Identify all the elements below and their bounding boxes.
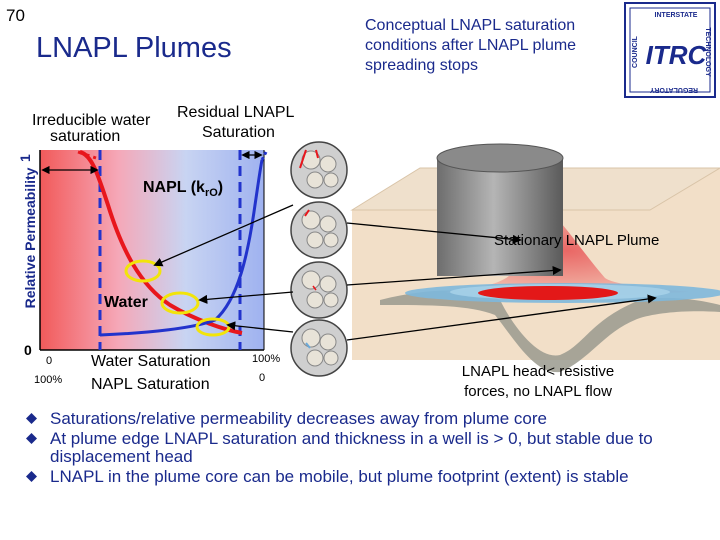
itrc-logo: INTERSTATE ITRC COUNCIL TECHNOLOGY REGUL…: [624, 2, 716, 98]
well-top: [436, 143, 564, 173]
label-irreducible-line2: saturation: [50, 128, 120, 145]
pore-circle-2: [290, 201, 348, 259]
gray-smear-zone: [380, 290, 720, 373]
diamond-bullet-icon: [26, 413, 37, 424]
x-label-napl: NAPL Saturation: [91, 376, 210, 393]
label-residual-line2: Saturation: [202, 124, 275, 141]
x-right-top: 100%: [252, 353, 280, 365]
water-curve-label: Water: [104, 294, 148, 311]
logo-middle-text: ITRC: [646, 40, 708, 70]
diamond-bullet-icon: [26, 433, 37, 444]
highlight-ellipse-1: [124, 259, 162, 283]
arrow-pore4-to-plume: [346, 294, 657, 341]
highlight-ellipse-2: [160, 291, 200, 315]
logo-bottom-text: REGULATORY: [650, 86, 698, 93]
logo-left-text: COUNCIL: [632, 35, 639, 68]
arrow-pore2-to-graph: [153, 204, 294, 267]
x-left-top: 0: [46, 355, 52, 367]
saturation-figure: Irreducible water saturation Residual LN…: [17, 104, 720, 400]
caption-line1: LNAPL head< resistive: [462, 363, 614, 380]
arrow-pore3-to-plume: [346, 265, 562, 286]
pore-circle-1: [290, 141, 348, 199]
bullet-item: LNAPL in the plume core can be mobile, b…: [22, 468, 712, 486]
napl-curve-dotted-start: [77, 150, 97, 160]
arrow-pore2-to-plume: [346, 222, 522, 244]
bullet-list: Saturations/relative permeability decrea…: [22, 410, 712, 488]
page-title: LNAPL Plumes: [36, 32, 232, 64]
x-right-bottom: 0: [259, 372, 265, 384]
bullet-item: At plume edge LNAPL saturation and thick…: [22, 430, 712, 466]
diamond-bullet-icon: [26, 471, 37, 482]
napl-curve-label: NAPL (krO): [143, 179, 223, 199]
logo-top-text: INTERSTATE: [655, 12, 698, 19]
pore-circle-3: [290, 261, 348, 319]
water-curve: [99, 159, 264, 337]
y-axis-zero: 0: [24, 342, 32, 358]
saturation-graph-area: [40, 150, 264, 350]
logo-right-text: TECHNOLOGY: [704, 27, 711, 77]
monitoring-well: [437, 158, 563, 276]
arrow-pore3-to-graph: [198, 291, 294, 304]
lnapl-plume-core: [478, 286, 618, 300]
label-residual-line1: Residual LNAPL: [177, 104, 295, 121]
x-label-water: Water Saturation: [91, 353, 210, 370]
y-axis-label: Relative Permeability: [22, 167, 38, 308]
caption-line2: forces, no LNAPL flow: [464, 383, 612, 400]
arrow-pore4-to-graph: [226, 321, 294, 333]
y-axis-one: 1: [17, 154, 33, 162]
label-irreducible-line1: Irreducible water: [32, 112, 151, 129]
slide-number: 70: [6, 6, 25, 25]
x-left-bottom: 100%: [34, 374, 62, 386]
page-subtitle: Conceptual LNAPL saturation conditions a…: [365, 17, 577, 74]
plume-label: Stationary LNAPL Plume: [494, 232, 659, 249]
pore-circle-4: [290, 319, 348, 377]
bullet-item: Saturations/relative permeability decrea…: [22, 410, 712, 428]
